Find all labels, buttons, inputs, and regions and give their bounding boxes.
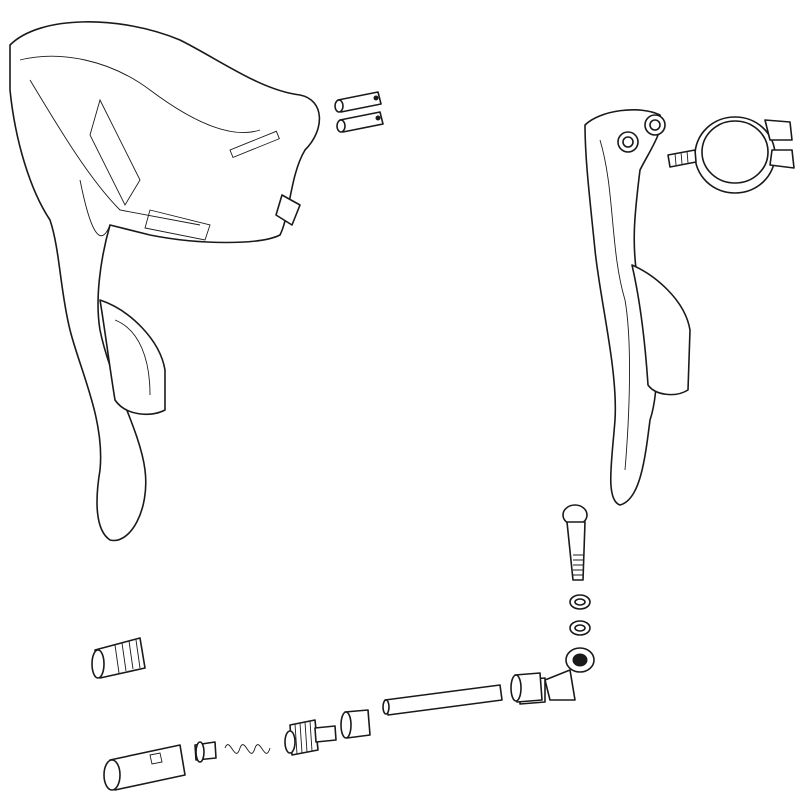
piston-body bbox=[103, 744, 186, 791]
reservoir-cap bbox=[91, 637, 146, 679]
compression-nut bbox=[510, 672, 543, 703]
banjo-bolt bbox=[562, 504, 588, 581]
hood-pins bbox=[334, 91, 384, 133]
brake-lever-blade bbox=[584, 109, 691, 506]
handlebar-clamp bbox=[667, 116, 795, 194]
crush-washers bbox=[569, 594, 591, 636]
brand-logo bbox=[229, 130, 280, 159]
spring-seals-set bbox=[194, 730, 296, 763]
threaded-bleed-port bbox=[289, 719, 337, 756]
hose bbox=[382, 684, 503, 716]
olive bbox=[340, 709, 371, 739]
shift-brake-lever-assembly bbox=[9, 21, 321, 542]
